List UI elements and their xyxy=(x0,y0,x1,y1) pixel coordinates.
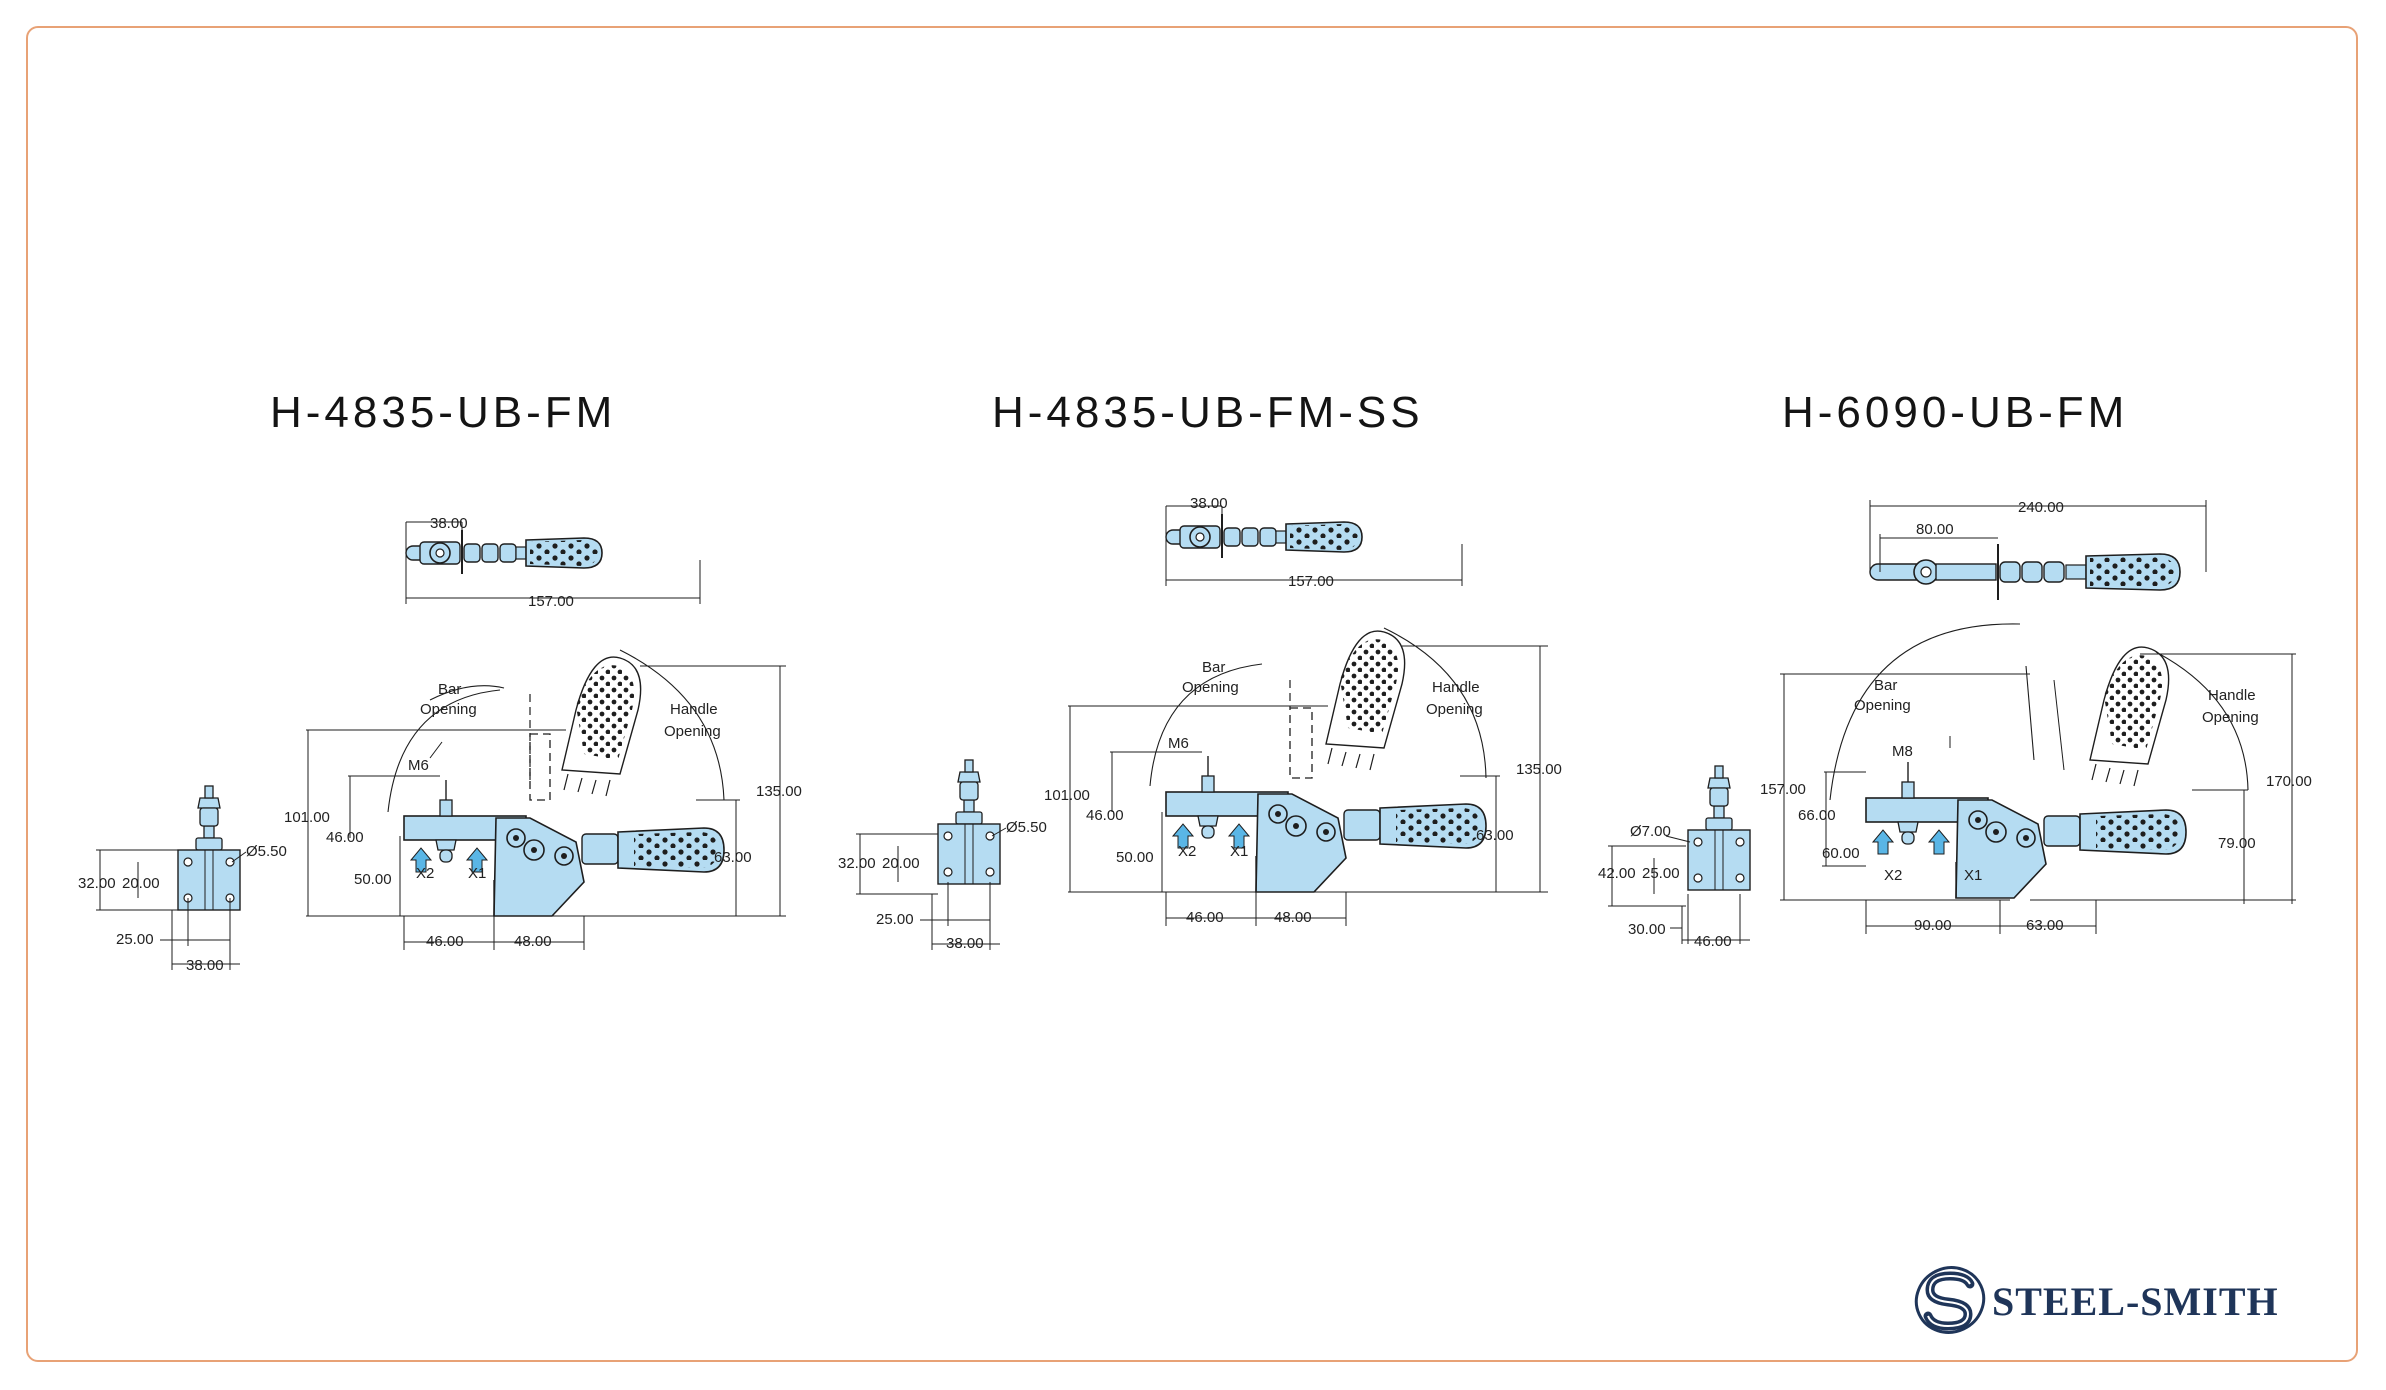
model3-dim-hole: Ø7.00 xyxy=(1630,823,1671,840)
model1-dim-top-a: 38.00 xyxy=(430,515,468,532)
model1-bar-opening-1: Bar xyxy=(438,681,461,698)
model1-dim-h-right-low: 63.00 xyxy=(714,849,752,866)
model2-top-view xyxy=(1165,505,1463,586)
model3-thread: M8 xyxy=(1892,743,1913,760)
model2-dim-h-outer: 32.00 xyxy=(838,855,876,872)
model3-top-view xyxy=(1869,500,2207,601)
brand-logo: STEEL-SMITH xyxy=(1912,1260,2332,1340)
model3-dim-h-inner: 25.00 xyxy=(1642,865,1680,882)
model2-dim-h-inner: 20.00 xyxy=(882,855,920,872)
model3-dim-h-total: 157.00 xyxy=(1760,781,1806,798)
model3-x1-label: X1 xyxy=(1964,867,1982,884)
model-title-1: H-4835-UB-FM xyxy=(270,388,617,437)
steel-smith-s-logo-icon xyxy=(1914,1266,1986,1334)
model2-dim-w-outer: 38.00 xyxy=(946,935,984,952)
model3-side-view xyxy=(1780,623,2296,934)
model3-dim-top-b: 240.00 xyxy=(2018,499,2064,516)
model2-handle-opening-2: Opening xyxy=(1426,701,1483,718)
model2-dim-h-right-low: 63.00 xyxy=(1476,827,1514,844)
model1-x1-label: X1 xyxy=(468,865,486,882)
model1-dim-h-outer: 32.00 xyxy=(78,875,116,892)
model2-dim-h-mid: 46.00 xyxy=(1086,807,1124,824)
model2-dim-top-b: 157.00 xyxy=(1288,573,1334,590)
model1-thread: M6 xyxy=(408,757,429,774)
model1-dim-top-b: 157.00 xyxy=(528,593,574,610)
model1-dim-w-right: 48.00 xyxy=(514,933,552,950)
model3-bar-opening-1: Bar xyxy=(1874,677,1897,694)
model1-handle-opening-2: Opening xyxy=(664,723,721,740)
model3-dim-h-mid: 66.00 xyxy=(1798,807,1836,824)
model3-handle-opening-1: Handle xyxy=(2208,687,2256,704)
model2-dim-h-right: 135.00 xyxy=(1516,761,1562,778)
model1-dim-h-low: 50.00 xyxy=(354,871,392,888)
model3-dim-h-outer: 42.00 xyxy=(1598,865,1636,882)
brand-name: STEEL-SMITH xyxy=(1992,1279,2279,1324)
model1-end-view xyxy=(96,785,247,970)
model2-dim-w-right: 48.00 xyxy=(1274,909,1312,926)
model2-thread: M6 xyxy=(1168,735,1189,752)
model2-end-view xyxy=(856,759,1007,950)
model2-dim-h-total: 101.00 xyxy=(1044,787,1090,804)
model2-dim-w-inner: 25.00 xyxy=(876,911,914,928)
model1-dim-w-left: 46.00 xyxy=(426,933,464,950)
model2-bar-opening-2: Opening xyxy=(1182,679,1239,696)
model1-dim-hole: Ø5.50 xyxy=(246,843,287,860)
model2-handle-opening-1: Handle xyxy=(1432,679,1480,696)
model-title-3: H-6090-UB-FM xyxy=(1782,388,2129,437)
model3-dim-w-inner: 30.00 xyxy=(1628,921,1666,938)
model1-dim-w-inner: 25.00 xyxy=(116,931,154,948)
model2-dim-h-low: 50.00 xyxy=(1116,849,1154,866)
model2-x2-label: X2 xyxy=(1178,843,1196,860)
model1-bar-opening-2: Opening xyxy=(420,701,477,718)
model1-top-view xyxy=(405,521,701,604)
model1-dim-h-inner: 20.00 xyxy=(122,875,160,892)
model2-dim-w-left: 46.00 xyxy=(1186,909,1224,926)
model3-dim-w-left: 90.00 xyxy=(1914,917,1952,934)
model3-end-view xyxy=(1608,765,1751,944)
model3-dim-top-a: 80.00 xyxy=(1916,521,1954,538)
model3-handle-opening-2: Opening xyxy=(2202,709,2259,726)
model3-dim-h-low: 60.00 xyxy=(1822,845,1860,862)
model3-dim-w-right: 63.00 xyxy=(2026,917,2064,934)
model1-dim-w-outer: 38.00 xyxy=(186,957,224,974)
model1-x2-label: X2 xyxy=(416,865,434,882)
model3-dim-w-outer: 46.00 xyxy=(1694,933,1732,950)
model1-side-view xyxy=(306,649,786,950)
model1-dim-h-total: 101.00 xyxy=(284,809,330,826)
model2-dim-top-a: 38.00 xyxy=(1190,495,1228,512)
model3-bar-opening-2: Opening xyxy=(1854,697,1911,714)
model1-dim-h-mid: 46.00 xyxy=(326,829,364,846)
model2-bar-opening-1: Bar xyxy=(1202,659,1225,676)
model2-dim-hole: Ø5.50 xyxy=(1006,819,1047,836)
page-frame xyxy=(26,26,2358,1362)
model2-x1-label: X1 xyxy=(1230,843,1248,860)
model3-x2-label: X2 xyxy=(1884,867,1902,884)
model3-dim-h-right: 170.00 xyxy=(2266,773,2312,790)
model1-handle-opening-1: Handle xyxy=(670,701,718,718)
model-title-2: H-4835-UB-FM-SS xyxy=(992,388,1424,437)
model3-dim-h-right-low: 79.00 xyxy=(2218,835,2256,852)
model1-dim-h-right: 135.00 xyxy=(756,783,802,800)
model2-side-view xyxy=(1068,627,1548,926)
